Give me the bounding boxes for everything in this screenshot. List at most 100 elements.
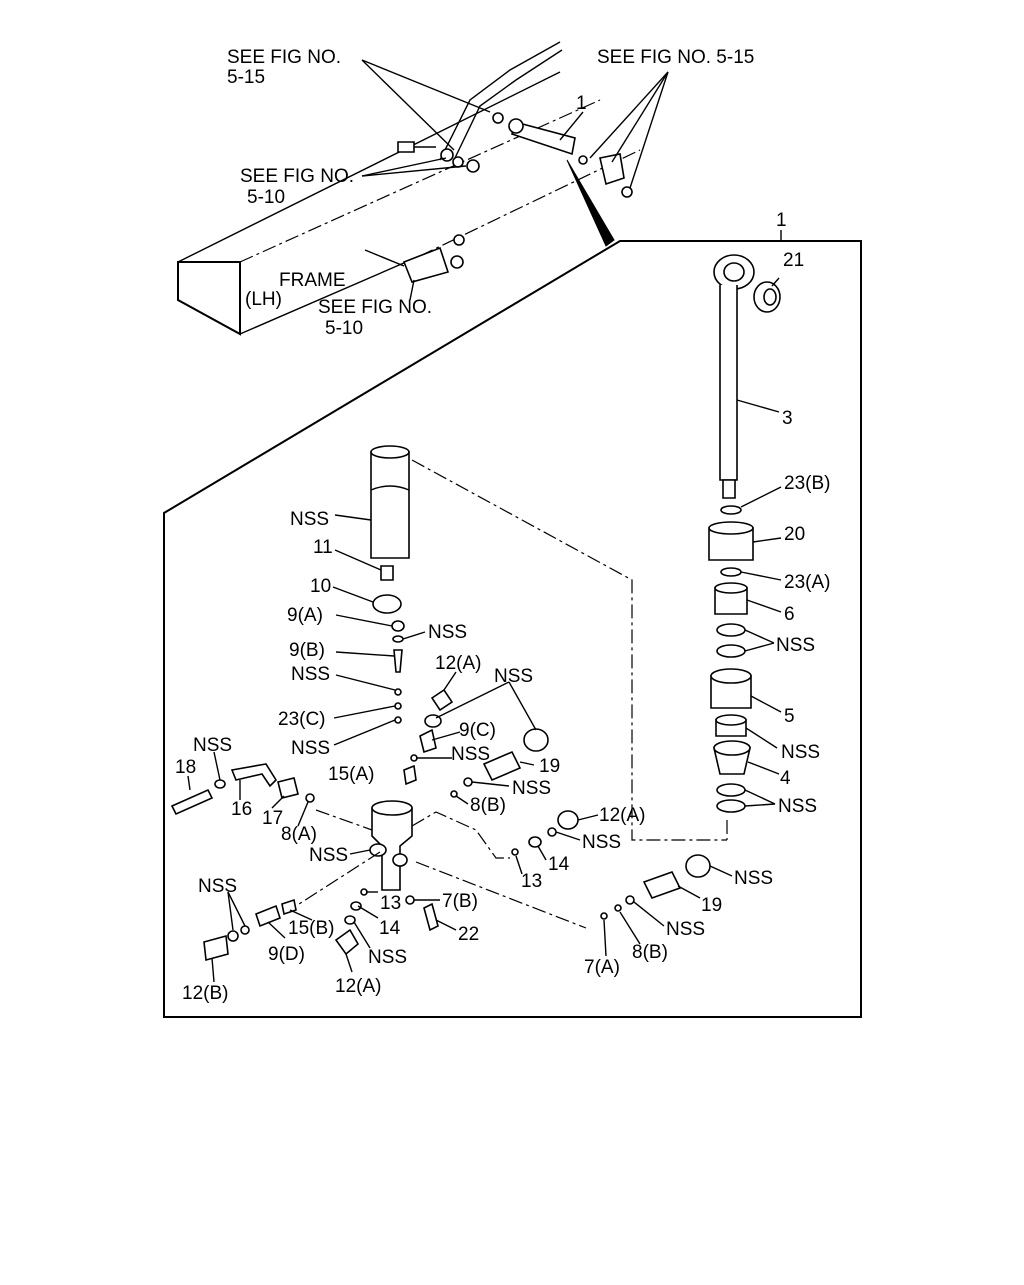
leader-nss-ball-a: [335, 674, 396, 691]
fitting-12a-bottom: [334, 928, 360, 956]
master-cylinder-eye: [508, 118, 524, 134]
leader-17: [271, 795, 285, 809]
label-8a: 8(A): [281, 824, 317, 845]
frame-rail-end: [177, 261, 241, 336]
ring-nss-c: [716, 783, 746, 797]
leader-5-10-bottom: [409, 279, 415, 301]
seal-8b-lower: [614, 904, 622, 912]
pushrod-eye-hole: [723, 262, 745, 282]
washer-19-nss: [463, 777, 473, 787]
leader-12a-top: [443, 671, 457, 691]
frame-rail-top-edge: [177, 71, 561, 263]
bleeder-22: [423, 902, 439, 932]
leader-nss-tube: [334, 514, 372, 521]
valve-9a: [391, 620, 405, 632]
pedal-arm-edge-a: [439, 41, 561, 161]
leader-9c: [431, 731, 461, 741]
leader-5-15-b: [361, 59, 455, 151]
label-4: 4: [780, 768, 791, 789]
seal-8b-upper: [450, 790, 458, 798]
leader-5-10-a: [361, 157, 447, 177]
label-see-fig-5-10-bottom-b: 5-10: [325, 318, 363, 339]
label-16: 16: [231, 799, 252, 820]
pushrod-thread: [722, 479, 736, 499]
pushrod-shaft: [719, 285, 738, 481]
label-13-right: 13: [521, 871, 542, 892]
ball-nss-a: [394, 688, 402, 696]
frame-rail-bottom-edge: [239, 255, 421, 335]
bolt-11: [380, 565, 394, 581]
leader-13-right: [515, 855, 523, 875]
detail-section: 1: [163, 210, 862, 1018]
leader-8b-lower: [619, 911, 641, 945]
cylinder-body-port: [369, 843, 387, 857]
leader-nss-rings-b: [744, 642, 775, 652]
pedal-arm-edge-b: [453, 49, 563, 161]
leader-9d: [267, 921, 286, 939]
label-19-upper: 19: [539, 756, 560, 777]
label-21: 21: [783, 250, 804, 271]
label-see-fig-5-10-bottom-a: SEE FIG NO.: [318, 297, 432, 318]
label-nss-washer: NSS: [781, 742, 820, 763]
leader-nss-rings-a: [744, 629, 775, 644]
o-ring-23c: [394, 702, 402, 710]
bushing-21-hole: [763, 288, 777, 306]
label-12a-top: 12(A): [435, 653, 481, 674]
label-nss-body: NSS: [309, 845, 348, 866]
hose-16: [230, 763, 278, 788]
label-frame-lh: (LH): [245, 289, 282, 310]
leader-10: [332, 586, 374, 603]
pedal-washer: [492, 112, 504, 124]
leader-12a-bottom: [345, 953, 353, 973]
label-nss-ball-a: NSS: [291, 664, 330, 685]
leader-15b: [289, 909, 313, 921]
label-11: 11: [313, 537, 333, 558]
label-frame: FRAME: [279, 270, 346, 291]
washer-nss-12b-a: [227, 930, 239, 942]
seal-7a: [600, 912, 608, 920]
leader-nss-cap-lower: [709, 865, 733, 877]
leader-5-10-b: [361, 165, 467, 177]
label-callout-1-overview: 1: [576, 93, 587, 114]
label-14-bottom: 14: [379, 918, 401, 939]
boot-4-top: [713, 740, 751, 756]
seal-7b: [405, 895, 415, 905]
cap-nss-19: [523, 728, 549, 752]
o-ring-23a: [720, 567, 742, 577]
ball-13-right: [511, 848, 519, 856]
centerline-body-left: [315, 809, 373, 831]
leader-nss-rings-c: [744, 789, 776, 805]
centerline-upper: [411, 459, 727, 841]
label-17: 17: [262, 808, 283, 829]
fitting-12a-right: [557, 810, 579, 830]
nut-5-top: [710, 668, 752, 684]
label-9a: 9(A): [287, 605, 323, 626]
washer-9a-nss: [392, 635, 404, 643]
label-see-fig-5-10-a: SEE FIG NO.: [240, 166, 354, 187]
piston-20-top: [708, 521, 754, 535]
mount-bracket: [599, 153, 625, 186]
leader-nss-12a-washer: [435, 681, 510, 719]
washer-nss-19-lower: [625, 895, 635, 905]
leader-7a: [603, 919, 607, 957]
label-14-right: 14: [548, 854, 570, 875]
seal-6-top: [714, 582, 748, 594]
spring-15a: [403, 764, 417, 786]
cylinder-nut-b: [621, 186, 633, 198]
o-ring-23b: [720, 505, 742, 515]
leader-11: [334, 549, 382, 571]
leader-23c: [333, 705, 396, 719]
clip-nss-left: [214, 779, 226, 789]
label-6: 6: [784, 604, 795, 625]
leader-nss-clip: [213, 751, 221, 781]
leader-5-15-c: [589, 71, 669, 159]
label-23c: 23(C): [278, 709, 326, 730]
leader-nss-right: [555, 831, 581, 841]
leader-nss-19: [471, 781, 510, 787]
label-nss-bottom: NSS: [368, 947, 407, 968]
label-23b: 23(B): [784, 473, 830, 494]
pin-18: [170, 788, 214, 816]
label-nss-mid: NSS: [451, 744, 490, 765]
overview-section: SEE FIG NO. 5-15 SEE FIG NO. 5-15 1 SEE …: [177, 41, 754, 339]
